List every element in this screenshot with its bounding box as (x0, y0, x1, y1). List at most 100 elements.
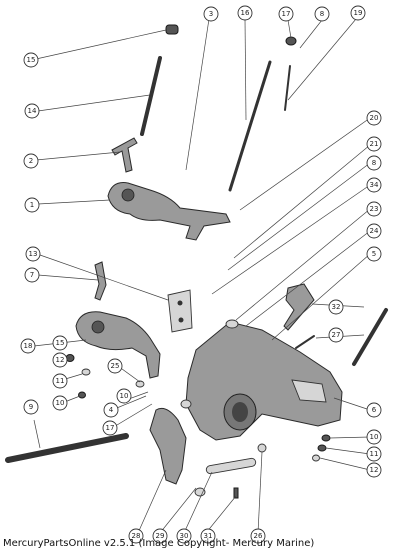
callout-13: 13 (25, 246, 41, 262)
part-small-rod (295, 335, 315, 349)
leader-12b (319, 457, 371, 471)
part-11-nut (317, 444, 327, 452)
svg-text:12: 12 (56, 356, 65, 364)
part-11-washer (81, 368, 91, 376)
leader-14 (37, 94, 151, 112)
svg-text:13: 13 (29, 250, 38, 258)
part-15-cap (165, 24, 179, 35)
leader-17 (287, 19, 292, 39)
svg-text:20: 20 (370, 114, 379, 122)
callout-31: 31 (200, 528, 216, 544)
part-23-ring (225, 319, 239, 329)
callout-2: 2 (23, 153, 39, 169)
part-32-bracket (283, 283, 315, 331)
callout-4: 4 (103, 402, 119, 418)
leader-11b (325, 447, 371, 455)
callout-17-mid: 17 (102, 420, 118, 436)
part-12-nut (312, 454, 320, 462)
svg-text:6: 6 (372, 406, 377, 414)
leader-8a (299, 19, 323, 49)
svg-text:8: 8 (320, 10, 324, 18)
leader-9 (33, 419, 41, 449)
callout-11-left: 11 (52, 373, 68, 389)
leader-13 (39, 254, 169, 301)
part-10-nut (321, 434, 331, 442)
part-slotted-link (205, 457, 257, 475)
svg-text:32: 32 (332, 303, 341, 311)
callout-24: 24 (366, 223, 382, 239)
callout-19: 19 (350, 5, 366, 21)
svg-text:15: 15 (27, 56, 36, 64)
part-13-plate (167, 289, 193, 333)
callout-18: 18 (20, 338, 36, 354)
part-2-t-handle (111, 137, 138, 173)
part-25-washer (135, 380, 145, 388)
callout-11-right: 11 (366, 446, 382, 462)
callout-10-right: 10 (366, 429, 382, 445)
leader-30 (183, 471, 213, 534)
svg-text:29: 29 (156, 532, 165, 540)
leader-34 (211, 184, 371, 295)
part-housing-bore-inner (232, 402, 248, 422)
svg-text:21: 21 (370, 140, 379, 148)
part-1-bore (121, 188, 135, 202)
leader-8b (227, 162, 371, 271)
svg-text:17: 17 (282, 10, 291, 18)
callout-17-top: 17 (278, 6, 294, 22)
image-caption: MercuryPartsOnline v2.5.1 (Image Copyrig… (3, 538, 315, 549)
callout-28: 28 (128, 528, 144, 544)
svg-text:27: 27 (332, 331, 341, 339)
callout-27: 27 (328, 327, 344, 343)
svg-text:5: 5 (372, 250, 376, 258)
callout-23: 23 (366, 201, 382, 217)
svg-text:11: 11 (56, 377, 65, 385)
callout-10-mid: 10 (116, 388, 132, 404)
svg-text:2: 2 (29, 157, 33, 165)
leader-5 (271, 253, 371, 341)
leader-15a (35, 29, 167, 60)
part-14-rod (140, 56, 162, 136)
part-7-lever (94, 261, 107, 301)
svg-text:7: 7 (30, 271, 34, 279)
svg-text:24: 24 (370, 227, 379, 235)
callout-20: 20 (366, 110, 382, 126)
part-26-ring (257, 443, 267, 453)
part-main-housing (185, 321, 343, 441)
svg-text:34: 34 (370, 181, 379, 189)
part-28-blade (149, 407, 187, 485)
svg-text:15: 15 (56, 339, 65, 347)
callout-12-left: 12 (52, 352, 68, 368)
leader-19 (287, 18, 357, 101)
callout-25: 25 (107, 358, 123, 374)
callout-34: 34 (366, 177, 382, 193)
part-collar (180, 399, 192, 409)
callout-21: 21 (366, 136, 382, 152)
part-27-rod (352, 308, 388, 366)
part-13-hole-lower (178, 317, 184, 323)
svg-text:10: 10 (370, 433, 379, 441)
part-bolt (233, 487, 239, 499)
svg-text:1: 1 (30, 201, 34, 209)
svg-text:14: 14 (28, 107, 37, 115)
callout-6: 6 (366, 402, 382, 418)
svg-text:25: 25 (111, 362, 120, 370)
svg-text:3: 3 (209, 10, 213, 18)
svg-text:8: 8 (372, 159, 376, 167)
callout-12-right: 12 (366, 462, 382, 478)
leader-26 (257, 451, 263, 534)
part-9-long-rod (5, 433, 129, 463)
callout-15-top: 15 (23, 52, 39, 68)
leader-1 (37, 199, 111, 205)
leader-17b (111, 403, 153, 429)
svg-text:10: 10 (120, 392, 129, 400)
callout-10-left: 10 (52, 395, 68, 411)
svg-text:26: 26 (254, 532, 263, 540)
svg-text:23: 23 (370, 205, 379, 213)
callout-30: 30 (176, 528, 192, 544)
leader-29 (159, 487, 197, 534)
svg-text:12: 12 (370, 466, 379, 474)
svg-text:28: 28 (132, 532, 141, 540)
callout-9: 9 (23, 399, 39, 415)
svg-text:4: 4 (109, 406, 114, 414)
